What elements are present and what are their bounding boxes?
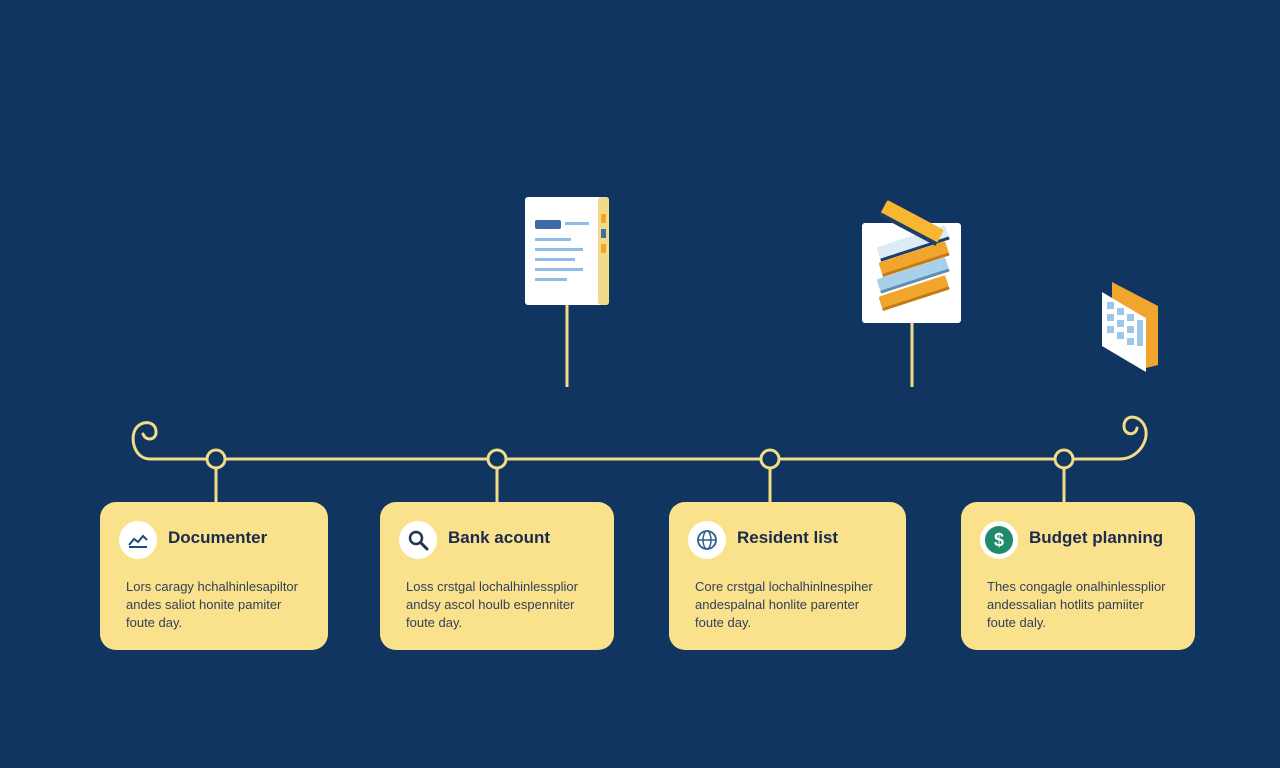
card-title: Resident list bbox=[737, 528, 839, 547]
search-icon bbox=[399, 521, 437, 559]
timeline-nodes bbox=[205, 448, 1075, 502]
card-title: Bank acount bbox=[448, 528, 551, 547]
card-description: Thes congagle onalhinlessplior andessali… bbox=[987, 579, 1166, 630]
timeline-card: Bank acount Loss crstgal lochalhinlesspl… bbox=[380, 502, 614, 650]
card-description: Loss crstgal lochalhinlessplior andsy as… bbox=[406, 579, 578, 630]
dollar-icon: $ bbox=[980, 521, 1018, 559]
document-icon bbox=[525, 197, 609, 305]
card-description: Lors caragy hchalhinlesapiltor andes sal… bbox=[126, 579, 298, 630]
timeline-card: Documenter Lors caragy hchalhinlesapilto… bbox=[100, 502, 328, 650]
calculator-icon bbox=[1102, 282, 1158, 372]
timeline-node bbox=[486, 448, 508, 470]
svg-text:$: $ bbox=[994, 530, 1004, 550]
timeline-line bbox=[131, 415, 1148, 461]
timeline-node bbox=[1053, 448, 1075, 470]
timeline-node bbox=[759, 448, 781, 470]
timeline-card: Resident list Core crstgal lochalhinlnes… bbox=[669, 502, 906, 650]
illustration-stems bbox=[565, 305, 914, 387]
card-title: Budget planning bbox=[1029, 528, 1164, 547]
timeline-card: $ Budget planning Thes congagle onalhinl… bbox=[961, 502, 1195, 650]
globe-icon bbox=[688, 521, 726, 559]
card-title: Documenter bbox=[168, 528, 268, 547]
book-stack-icon bbox=[862, 200, 961, 323]
card-description: Core crstgal lochalhinlnespiher andespal… bbox=[695, 579, 873, 630]
timeline-node bbox=[205, 448, 227, 470]
chart-icon bbox=[119, 521, 157, 559]
